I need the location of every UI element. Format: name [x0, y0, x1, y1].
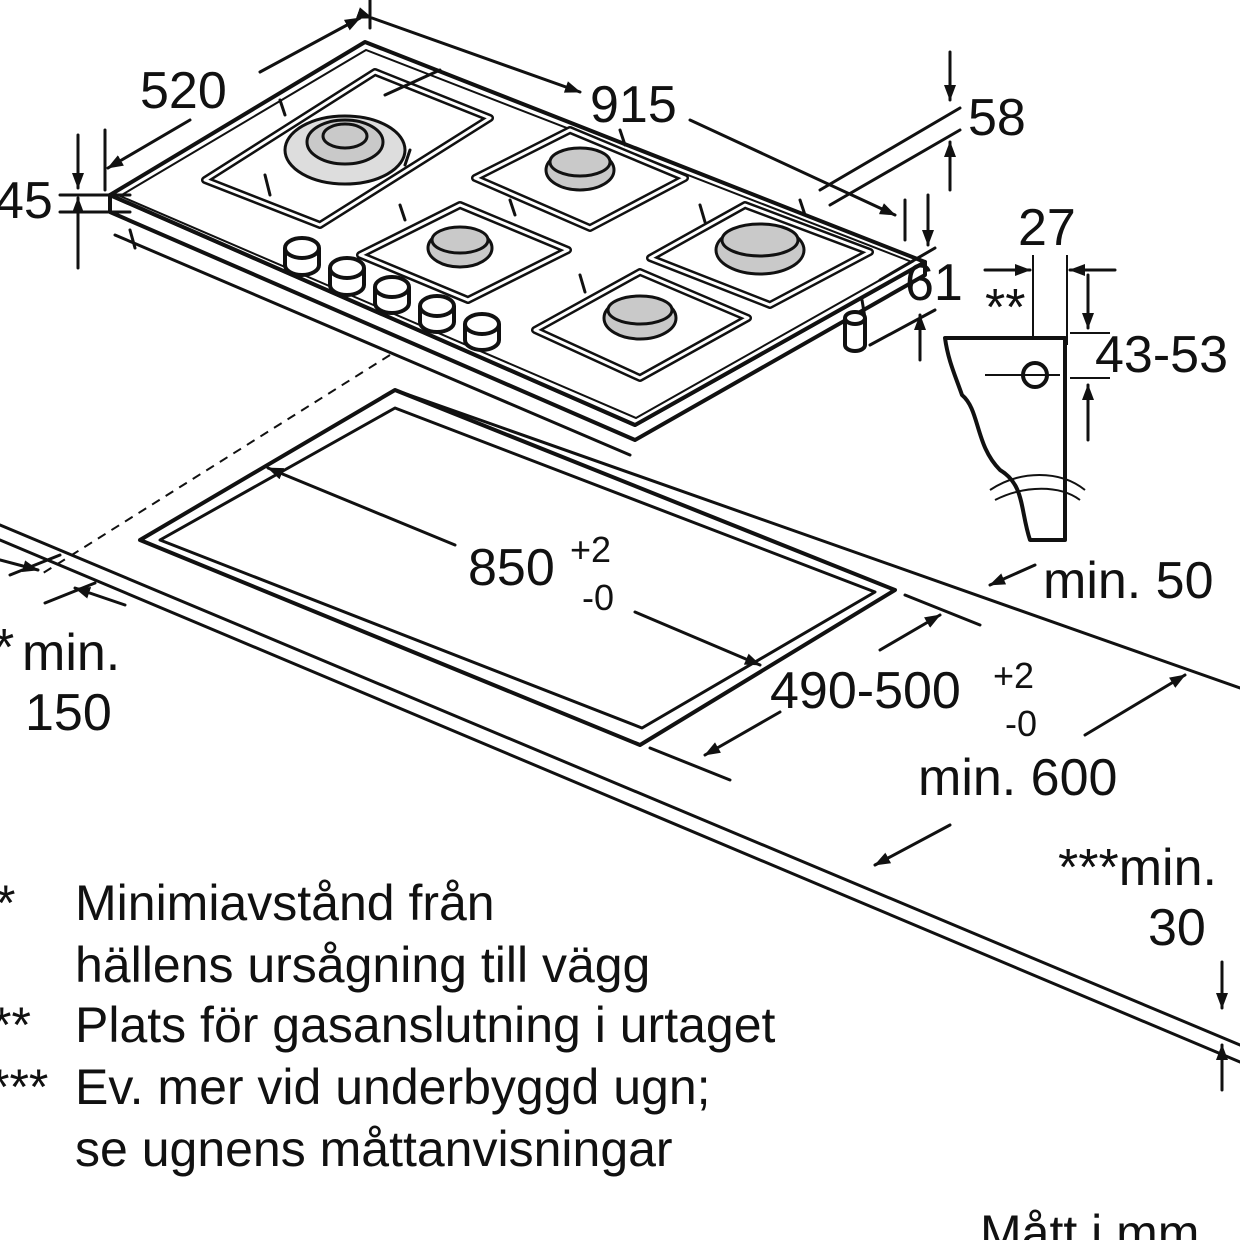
dim-cutout-depth-tol-minus: -0	[1005, 703, 1037, 744]
note-3-line-1: Ev. mer vid underbyggd ugn;	[75, 1059, 711, 1115]
dim-cutout-depth-tol-plus: +2	[993, 655, 1034, 696]
note-3-line-2: se ugnens måttanvisningar	[75, 1121, 673, 1177]
bracket-marker: **	[985, 279, 1025, 337]
dim-min-side-marker: *	[0, 619, 14, 677]
note-1-line-1: Minimiavstånd från	[75, 875, 495, 931]
dim-min-bottom-value: 30	[1148, 899, 1206, 957]
gas-connector	[843, 298, 867, 353]
dim-cutout-width: 850	[468, 539, 555, 597]
dim-cutout-depth: 490-500	[770, 662, 961, 720]
dim-bracket-width: 27	[1018, 199, 1076, 257]
units-note: Mått i mm	[980, 1205, 1199, 1240]
note-3-marker: ***	[0, 1059, 48, 1115]
dim-min-side-value: 150	[25, 684, 112, 742]
dim-bracket-range: 43-53	[1095, 326, 1228, 384]
dim-min-rear: min. 50	[1043, 552, 1214, 610]
knob-icon	[283, 236, 321, 277]
burners	[283, 114, 806, 341]
control-knobs	[283, 236, 501, 352]
dimension-lines	[0, 0, 1228, 1092]
note-2-marker: **	[0, 997, 31, 1053]
mounting-bracket	[943, 336, 1086, 542]
knob-icon	[418, 294, 456, 334]
dim-front-height: 45	[0, 172, 53, 230]
dim-side-height: 61	[905, 254, 963, 312]
knob-icon	[463, 312, 501, 352]
dim-min-front: min. 600	[918, 749, 1117, 807]
dim-cutout-width-tol-plus: +2	[570, 529, 611, 570]
dim-min-side-label: min.	[22, 624, 120, 682]
cutout	[138, 388, 897, 747]
dim-rear-height: 58	[968, 89, 1026, 147]
knob-icon	[328, 256, 366, 297]
pan-supports	[201, 68, 874, 382]
dim-min-bottom-label: ***min.	[1058, 839, 1217, 897]
dimension-labels: 520 915 45 58 61 27 ** 43-53 850 +2 -0 4…	[0, 62, 1228, 957]
note-1-line-2: hällens ursågning till vägg	[75, 937, 650, 993]
knob-icon	[373, 275, 411, 315]
footnotes: * Minimiavstånd från hällens ursågning t…	[0, 875, 1199, 1240]
dim-hob-depth: 520	[140, 62, 227, 120]
note-2-line-1: Plats för gasanslutning i urtaget	[75, 997, 776, 1053]
dim-hob-width: 915	[590, 76, 677, 134]
note-1-marker: *	[0, 875, 15, 931]
dim-cutout-width-tol-minus: -0	[582, 577, 614, 618]
